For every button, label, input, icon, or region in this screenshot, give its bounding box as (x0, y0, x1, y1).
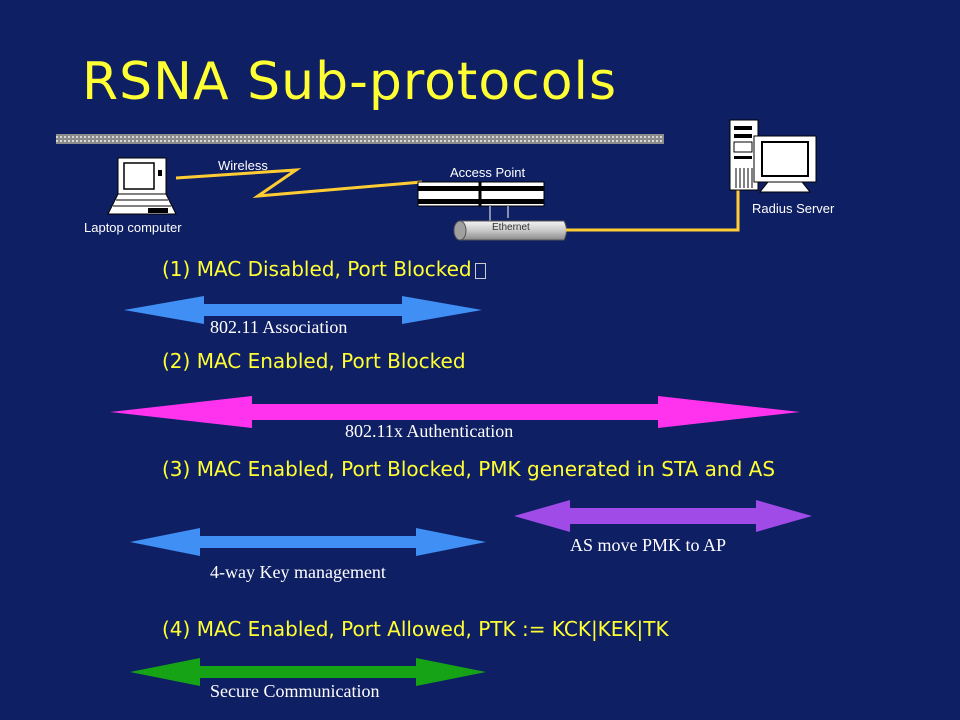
key-management-arrow (130, 528, 486, 556)
step-3: (3) MAC Enabled, Port Blocked, PMK gener… (162, 457, 776, 481)
secure-communication-arrow (130, 658, 486, 686)
step-4: (4) MAC Enabled, Port Allowed, PTK := KC… (162, 617, 669, 641)
placeholder-box (474, 262, 486, 279)
move-pmk-label: AS move PMK to AP (570, 535, 727, 555)
server-icon (729, 119, 817, 193)
wireless-label: Wireless (218, 158, 268, 173)
laptop-icon (107, 157, 177, 215)
slide-title: RSNA Sub-protocols (82, 52, 618, 112)
step-2: (2) MAC Enabled, Port Blocked (162, 349, 466, 373)
ethernet-cable (453, 220, 567, 241)
radius-server-label: Radius Server (752, 201, 835, 216)
radius-link (566, 190, 740, 232)
authentication-label: 802.11x Authentication (345, 421, 514, 441)
association-arrow (124, 296, 482, 324)
title-divider (56, 134, 664, 144)
laptop-label: Laptop computer (84, 220, 182, 235)
step-1-text: (1) MAC Disabled, Port Blocked (162, 257, 472, 281)
secure-communication-label: Secure Communication (210, 681, 380, 701)
authentication-arrow (110, 396, 800, 428)
move-pmk-arrow (514, 500, 812, 532)
access-point-icon (417, 181, 545, 230)
association-label: 802.11 Association (210, 317, 348, 337)
key-management-label: 4-way Key management (210, 562, 386, 582)
access-point-label: Access Point (450, 165, 526, 180)
step-1: (1) MAC Disabled, Port Blocked (162, 257, 486, 281)
ethernet-label: Ethernet (492, 222, 530, 233)
wireless-link (175, 168, 423, 198)
